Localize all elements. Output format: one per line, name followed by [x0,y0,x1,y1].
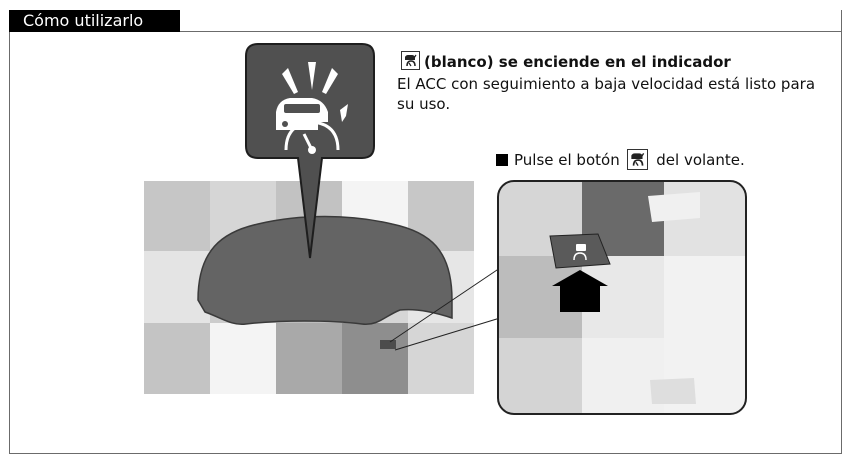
steering-button [380,340,396,349]
instrument-panel [197,215,453,326]
acc-indicator-icon [401,51,420,70]
indicator-bubble [245,43,375,259]
step-instruction: Pulse el botón del volante. [496,149,745,170]
indicator-description: El ACC con seguimiento a baja velocidad … [397,75,816,113]
bullet-square-icon [496,154,508,166]
acc-button-inline-icon [627,149,649,170]
section-title: Cómo utilizarlo [9,10,180,32]
acc-button-icon [573,244,587,261]
zoom-detail [497,180,747,415]
step-prefix: Pulse el botón [514,151,620,169]
press-arrow-icon [552,270,608,312]
indicator-heading: (blanco) se enciende en el indicador [424,53,731,71]
step-suffix: del volante. [656,151,745,169]
zoom-lines [389,267,501,351]
title-rule [180,31,842,32]
page-frame [9,10,842,454]
